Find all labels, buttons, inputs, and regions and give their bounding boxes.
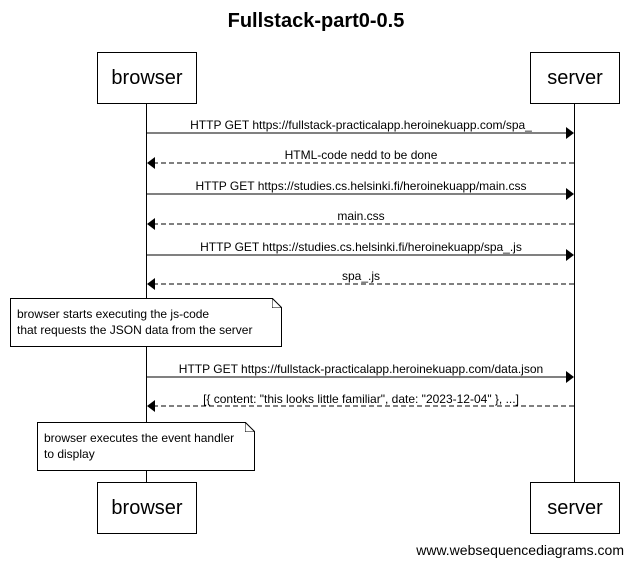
- message-label-2: HTML-code nedd to be done: [284, 148, 438, 162]
- message-arrow-5: [147, 249, 574, 261]
- note-js-execution: browser starts executing the js-code tha…: [10, 298, 282, 347]
- message-label-7: HTTP GET https://fullstack-practicalapp.…: [178, 362, 544, 376]
- browser-actor-label: browser: [111, 496, 183, 519]
- note-line: browser starts executing the js-code: [17, 307, 210, 321]
- server-actor-top: server: [530, 52, 620, 104]
- message-label-8: [{ content: "this looks little familiar"…: [203, 392, 519, 406]
- browser-actor-bottom: browser: [97, 482, 197, 534]
- note-event-handler: browser executes the event handler to di…: [37, 422, 255, 471]
- message-label-3: HTTP GET https://studies.cs.helsinki.fi/…: [195, 179, 527, 193]
- message-label-1: HTTP GET https://fullstack-practicalapp.…: [190, 118, 532, 132]
- note-line: to display: [44, 447, 95, 461]
- message-arrow-7: [147, 371, 574, 383]
- note-fold-icon: [245, 422, 255, 432]
- note-line: that requests the JSON data from the ser…: [17, 323, 253, 337]
- message-arrow-1: [147, 127, 574, 139]
- message-arrow-4: [147, 218, 574, 230]
- message-arrow-6: [147, 278, 574, 290]
- browser-actor-label: browser: [111, 66, 183, 89]
- server-actor-label: server: [547, 496, 603, 519]
- message-arrow-3: [147, 188, 574, 200]
- message-label-4: main.css: [337, 209, 385, 223]
- message-arrow-2: [147, 157, 574, 169]
- note-line: browser executes the event handler: [44, 431, 235, 445]
- server-actor-label: server: [547, 66, 603, 89]
- note-fold-icon: [272, 298, 282, 308]
- message-label-6: spa_.js: [341, 269, 381, 283]
- server-lifeline: [574, 103, 575, 482]
- footer-watermark: www.websequencediagrams.com: [416, 542, 624, 558]
- message-arrow-8: [147, 400, 574, 412]
- server-actor-bottom: server: [530, 482, 620, 534]
- browser-lifeline: [146, 103, 147, 482]
- diagram-title: Fullstack-part0-0.5: [227, 10, 405, 32]
- message-label-5: HTTP GET https://studies.cs.helsinki.fi/…: [200, 240, 522, 254]
- browser-actor-top: browser: [97, 52, 197, 104]
